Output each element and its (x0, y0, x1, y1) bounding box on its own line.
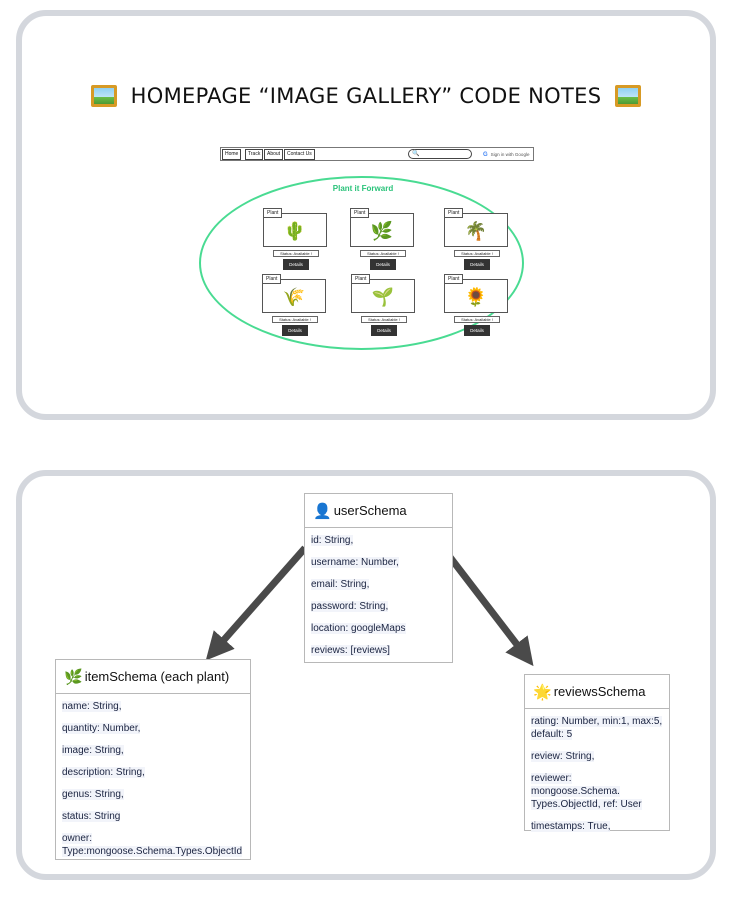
details-button[interactable]: Details (464, 325, 490, 336)
schema-field: status: String (62, 811, 121, 822)
schema-title: userSchema (333, 503, 407, 518)
plant-tag: Plant (262, 274, 282, 284)
schema-field: description: String, (62, 767, 145, 778)
schema-field: reviewer: mongoose.Schema. Types.ObjectI… (531, 773, 642, 810)
schema-field: review: String, (531, 751, 595, 762)
status-label: Status: Available ! (360, 250, 406, 257)
plant-card[interactable]: Plant 🌱 Status: Available ! Details (351, 274, 415, 336)
details-button[interactable]: Details (282, 325, 308, 336)
status-label: Status: Available ! (361, 316, 407, 323)
status-label: Status: Available ! (273, 250, 319, 257)
schema-field: email: String, (311, 579, 370, 590)
nav-track-button[interactable]: Track (245, 149, 264, 160)
sheaf-icon: 🌾 (282, 287, 306, 307)
star-icon: 🌟 (533, 683, 552, 701)
schema-field: image: String, (62, 745, 124, 756)
framed-picture-icon (615, 85, 642, 107)
plant-card[interactable]: Plant 🌻 Status: Available ! Details (444, 274, 508, 336)
details-button[interactable]: Details (283, 259, 309, 270)
details-button[interactable]: Details (464, 259, 490, 270)
plant-tag: Plant (444, 208, 464, 218)
user-icon: 👤 (313, 502, 332, 520)
schema-field: username: Number, (311, 557, 399, 568)
status-label: Status: Available ! (272, 316, 318, 323)
plant-tag: Plant (444, 274, 464, 284)
item-schema-box: 🌿 itemSchema (each plant) name: String, … (55, 659, 251, 860)
schema-field: genus: String, (62, 789, 124, 800)
schema-field: location: googleMaps (311, 623, 406, 634)
herb-icon: 🌿 (64, 668, 83, 686)
plant-card[interactable]: Plant 🌵 Status: Available ! Details (263, 208, 327, 270)
schema-field: quantity: Number, (62, 723, 141, 734)
plant-card[interactable]: Plant 🌿 Status: Available ! Details (350, 208, 414, 270)
title-text: HOMEPAGE “IMAGE GALLERY” CODE NOTES (130, 84, 602, 108)
schema-header: 👤 userSchema (305, 494, 452, 528)
nav-home-button[interactable]: Home (222, 149, 242, 160)
schema-field: reviews: [reviews] (311, 645, 390, 656)
user-schema-box: 👤 userSchema id: String, username: Numbe… (304, 493, 453, 663)
schema-header: 🌿 itemSchema (each plant) (56, 660, 250, 694)
nav-about-button[interactable]: About (264, 149, 284, 160)
palm-tree-icon: 🌴 (464, 221, 488, 241)
seedling-icon: 🌱 (371, 287, 395, 307)
herb-icon: 🌿 (370, 221, 394, 241)
schema-field: password: String, (311, 601, 389, 612)
signin-label: Sign in with Google (490, 152, 530, 157)
plant-tag: Plant (350, 208, 370, 218)
schema-field: owner: Type:mongoose.Schema.Types.Object… (62, 833, 243, 857)
details-button[interactable]: Details (371, 325, 397, 336)
schema-field: rating: Number, min:1, max:5, default: 5 (531, 716, 663, 740)
plant-tag: Plant (263, 208, 283, 218)
panel-title: HOMEPAGE “IMAGE GALLERY” CODE NOTES (22, 84, 710, 108)
cactus-icon: 🌵 (283, 221, 307, 241)
sunflower-icon: 🌻 (464, 287, 488, 307)
nav-contact-button[interactable]: Contact Us (284, 149, 315, 160)
schema-header: 🌟 reviewsSchema (525, 675, 669, 709)
schema-field: name: String, (62, 701, 122, 712)
schema-title: itemSchema (each plant) (84, 669, 230, 684)
schema-field: id: String, (311, 535, 354, 546)
schema-title: reviewsSchema (553, 684, 646, 699)
details-button[interactable]: Details (370, 259, 396, 270)
schema-field: timestamps: True, (531, 821, 611, 832)
plant-card[interactable]: Plant 🌴 Status: Available ! Details (444, 208, 508, 270)
nav-search-input[interactable]: 🔍 (408, 149, 472, 159)
search-icon: 🔍 (412, 151, 420, 157)
status-label: Status: Available ! (454, 250, 500, 257)
plant-tag: Plant (351, 274, 371, 284)
schema-fields: rating: Number, min:1, max:5, default: 5… (525, 709, 669, 833)
homepage-notes-panel: HOMEPAGE “IMAGE GALLERY” CODE NOTES (16, 10, 716, 420)
reviews-schema-box: 🌟 reviewsSchema rating: Number, min:1, m… (524, 674, 670, 833)
framed-picture-icon (90, 85, 117, 107)
schema-fields: id: String, username: Number, email: Str… (305, 528, 452, 657)
status-label: Status: Available ! (454, 316, 500, 323)
mockup-heading: Plant it Forward (332, 184, 394, 193)
plant-card[interactable]: Plant 🌾 Status: Available ! Details (262, 274, 326, 336)
highlight-oval (199, 176, 524, 350)
schema-fields: name: String, quantity: Number, image: S… (56, 694, 250, 858)
google-icon: G (483, 152, 488, 158)
